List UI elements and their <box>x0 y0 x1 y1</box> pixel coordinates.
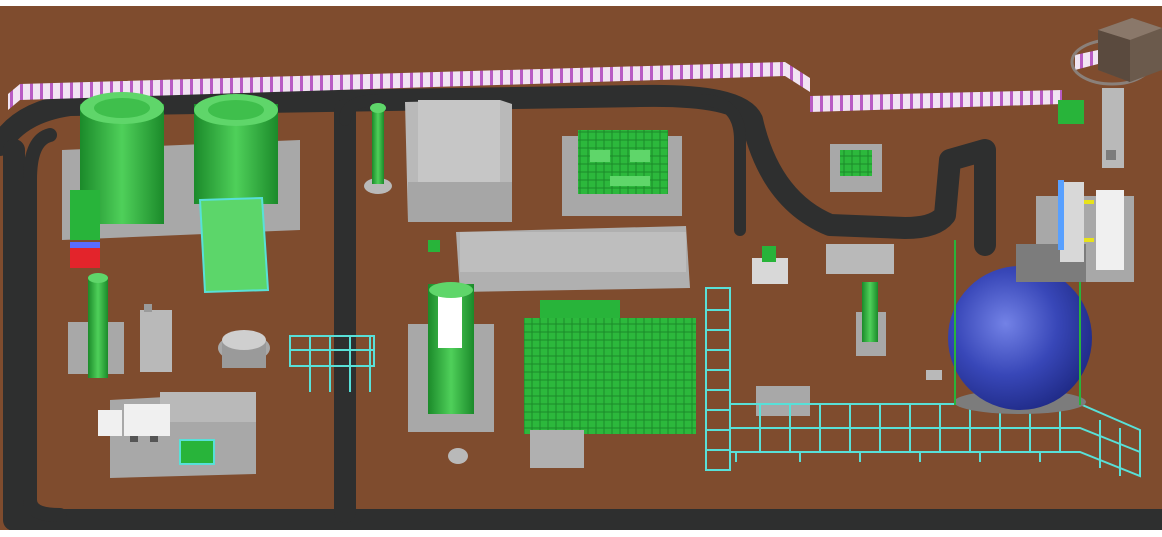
east-structure <box>1016 88 1134 282</box>
compressor-skid <box>562 130 682 216</box>
truck <box>98 410 122 436</box>
vessel-tower <box>408 240 494 464</box>
pipe-rack-west <box>289 335 375 392</box>
pipe-rack-main <box>705 287 1141 478</box>
long-process-building <box>456 226 690 292</box>
road-network <box>0 84 1162 531</box>
view-cube-icon[interactable] <box>1070 18 1162 86</box>
bottom-margin <box>0 530 1162 537</box>
storage-sphere <box>948 240 1092 414</box>
right-utility-buildings <box>752 144 942 416</box>
perimeter-fence <box>8 50 1098 112</box>
left-process-area <box>68 273 270 378</box>
top-margin <box>0 0 1162 6</box>
tank-farm-pad <box>62 92 300 294</box>
loading-area <box>98 392 256 478</box>
stack-and-warehouse <box>364 100 512 222</box>
process-green-field <box>524 300 696 468</box>
